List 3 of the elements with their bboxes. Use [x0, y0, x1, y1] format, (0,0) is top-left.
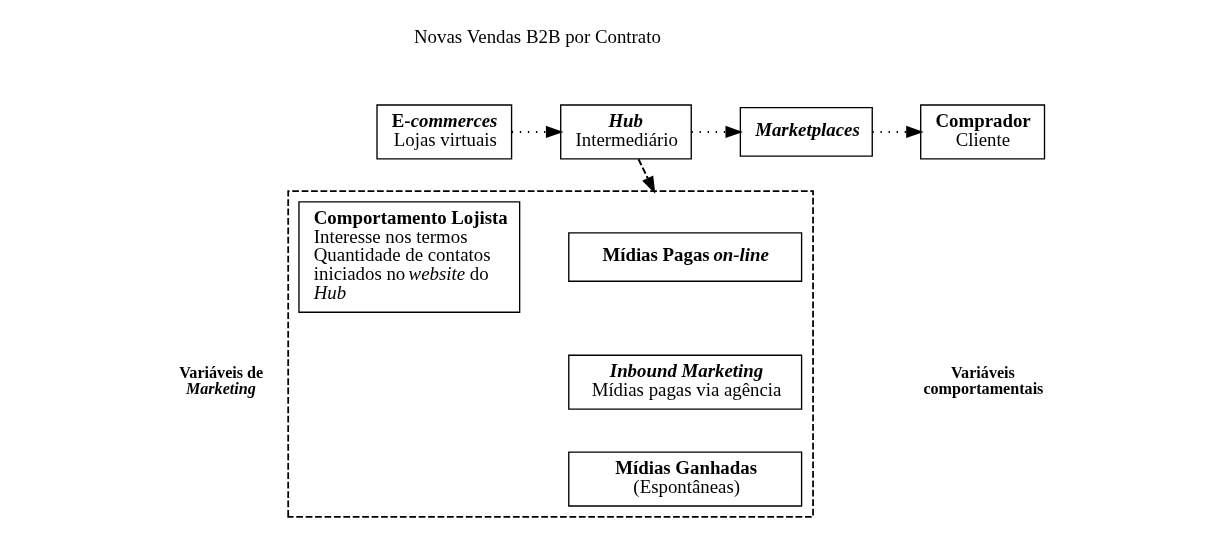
- label: Novas Vendas B2B por Contrato: [414, 25, 661, 47]
- label: Variáveis de Marketing: [179, 363, 264, 397]
- label: Variáveis comportamentais: [923, 363, 1044, 397]
